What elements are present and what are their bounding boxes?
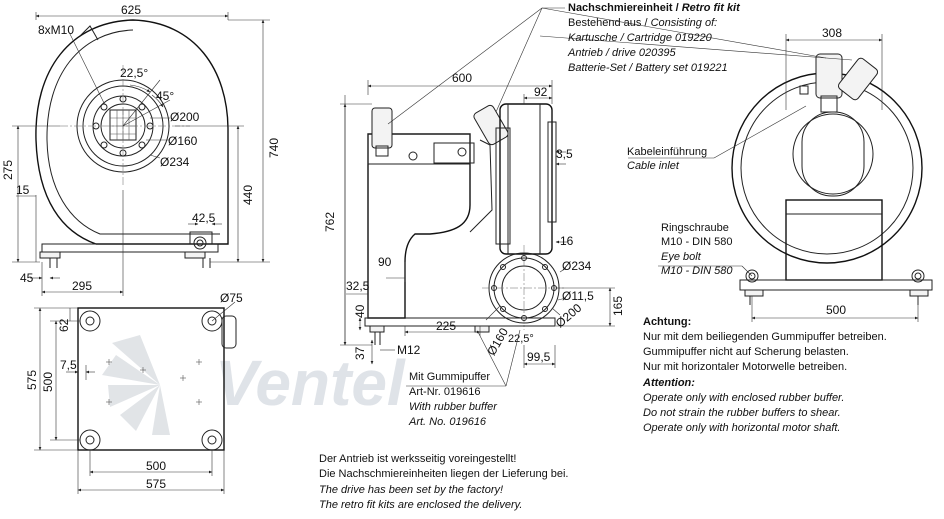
right-view: 308 500 bbox=[628, 26, 933, 322]
eye-bolt-en1: Eye bolt bbox=[661, 251, 702, 263]
attention-de3: Nur mit horizontaler Motorwelle betreibe… bbox=[643, 361, 847, 373]
footer-de1: Der Antrieb ist werksseitig voreingestel… bbox=[319, 453, 516, 465]
dim-575-horizontal: 575 bbox=[146, 477, 166, 491]
front-view: 625 8xM10 22,5° 45° Ø200 Ø160 Ø234 740 2… bbox=[1, 3, 281, 296]
retrofit-kit-note: Nachschmiereinheit / Retro fit kit Beste… bbox=[567, 2, 741, 74]
dim-16: 16 bbox=[560, 234, 574, 248]
dim-308: 308 bbox=[822, 26, 842, 40]
dim-45-deg: 45° bbox=[156, 89, 174, 103]
dim-440: 440 bbox=[241, 185, 255, 205]
dim-45: 45 bbox=[20, 271, 34, 285]
footer-en2: The retro fit kits are enclosed the deli… bbox=[319, 499, 522, 511]
dim-500-vertical: 500 bbox=[41, 372, 55, 392]
side-view: 600 92 3,5 762 16 90 Ø234 32,5 Ø11,5 Ø20… bbox=[323, 71, 625, 368]
attention-en1: Operate only with enclosed rubber buffer… bbox=[643, 392, 844, 404]
dim-625: 625 bbox=[121, 3, 141, 17]
eye-bolt-de1: Ringschraube bbox=[661, 222, 729, 234]
watermark-text: Ventel bbox=[215, 347, 406, 419]
attention-de1: Nur mit dem beiliegenden Gummipuffer bet… bbox=[643, 331, 887, 343]
dim-15: 15 bbox=[16, 183, 30, 197]
dim-62: 62 bbox=[57, 318, 71, 332]
retrofit-line4: Batterie-Set / Battery set 019221 bbox=[568, 62, 728, 74]
dim-m12: M12 bbox=[397, 343, 421, 357]
cable-inlet-de: Kabeleinführung bbox=[627, 146, 707, 158]
dim-d160: Ø160 bbox=[168, 134, 198, 148]
dim-d11-5: Ø11,5 bbox=[562, 289, 594, 303]
factory-note: Der Antrieb ist werksseitig voreingestel… bbox=[319, 453, 568, 511]
attention-note: Achtung: Nur mit dem beiliegenden Gummip… bbox=[642, 316, 887, 434]
attention-title-en: Attention: bbox=[642, 377, 695, 389]
eye-bolt-en2: M10 - DIN 580 bbox=[661, 265, 733, 277]
dim-225: 225 bbox=[436, 319, 456, 333]
dim-d75: Ø75 bbox=[220, 291, 243, 305]
dim-40: 40 bbox=[353, 304, 367, 318]
attention-en3: Operate only with horizontal motor shaft… bbox=[643, 422, 840, 434]
dim-d234: Ø234 bbox=[160, 155, 190, 169]
svg-text:Nachschmiereinheit / Retro fit: Nachschmiereinheit / Retro fit kit bbox=[568, 2, 741, 14]
dim-575-vertical: 575 bbox=[25, 370, 39, 390]
rubber-buffer-en2: Art. No. 019616 bbox=[408, 416, 487, 428]
dim-8xm10: 8xM10 bbox=[38, 23, 74, 37]
retrofit-line1-de: Bestehend aus / bbox=[568, 17, 651, 29]
rubber-buffer-en1: With rubber buffer bbox=[409, 401, 498, 413]
rubber-buffer-note: Mit Gummipuffer Art-Nr. 019616 With rubb… bbox=[408, 371, 498, 428]
dim-740: 740 bbox=[267, 138, 281, 158]
retrofit-line3: Antrieb / drive 020395 bbox=[567, 47, 677, 59]
rubber-buffer-de1: Mit Gummipuffer bbox=[409, 371, 490, 383]
dim-165: 165 bbox=[611, 296, 625, 316]
retrofit-title-de: Nachschmiereinheit / bbox=[568, 2, 682, 14]
top-view: Ø75 62 575 500 7,5 500 575 bbox=[25, 291, 243, 494]
dim-600: 600 bbox=[452, 71, 472, 85]
dim-7-5: 7,5 bbox=[60, 358, 77, 372]
dim-37: 37 bbox=[353, 346, 367, 360]
footer-en1: The drive has been set by the factory! bbox=[319, 484, 503, 496]
retrofit-line1-en: Consisting of: bbox=[651, 17, 718, 29]
dim-32-5: 32,5 bbox=[346, 279, 370, 293]
attention-en2: Do not strain the rubber buffers to shea… bbox=[643, 407, 841, 419]
cable-inlet-note: Kabeleinführung Cable inlet bbox=[627, 146, 707, 172]
retrofit-title-en: Retro fit kit bbox=[682, 2, 741, 14]
dim-500-right: 500 bbox=[826, 303, 846, 317]
dim-295: 295 bbox=[72, 279, 92, 293]
attention-de2: Gummipuffer nicht auf Scherung belasten. bbox=[643, 346, 849, 358]
dim-99-5: 99,5 bbox=[527, 350, 551, 364]
retrofit-line2: Kartusche / Cartridge 019220 bbox=[568, 32, 713, 44]
eye-bolt-note: Ringschraube M10 - DIN 580 Eye bolt M10 … bbox=[661, 222, 733, 277]
dim-d200: Ø200 bbox=[170, 110, 200, 124]
dim-762: 762 bbox=[323, 212, 337, 232]
dim-d234-side: Ø234 bbox=[562, 259, 592, 273]
dim-22-5-deg: 22,5° bbox=[120, 66, 148, 80]
dim-92: 92 bbox=[534, 85, 548, 99]
eye-bolt-de2: M10 - DIN 580 bbox=[661, 236, 733, 248]
svg-text:Bestehend aus / Consisting of:: Bestehend aus / Consisting of: bbox=[568, 17, 717, 29]
dim-22-5-deg-side: 22,5° bbox=[508, 333, 534, 345]
dim-500-horizontal: 500 bbox=[146, 459, 166, 473]
dim-42-5: 42,5 bbox=[192, 211, 216, 225]
leader-lines bbox=[387, 7, 853, 387]
dim-275: 275 bbox=[1, 160, 15, 180]
dim-90: 90 bbox=[378, 255, 392, 269]
watermark-logo: Ventel bbox=[102, 335, 406, 435]
attention-title-de: Achtung: bbox=[643, 316, 691, 328]
footer-de2: Die Nachschmiereinheiten liegen der Lief… bbox=[319, 468, 568, 480]
cable-inlet-en: Cable inlet bbox=[627, 160, 680, 172]
rubber-buffer-de2: Art-Nr. 019616 bbox=[409, 386, 481, 398]
dim-3-5: 3,5 bbox=[556, 147, 573, 161]
